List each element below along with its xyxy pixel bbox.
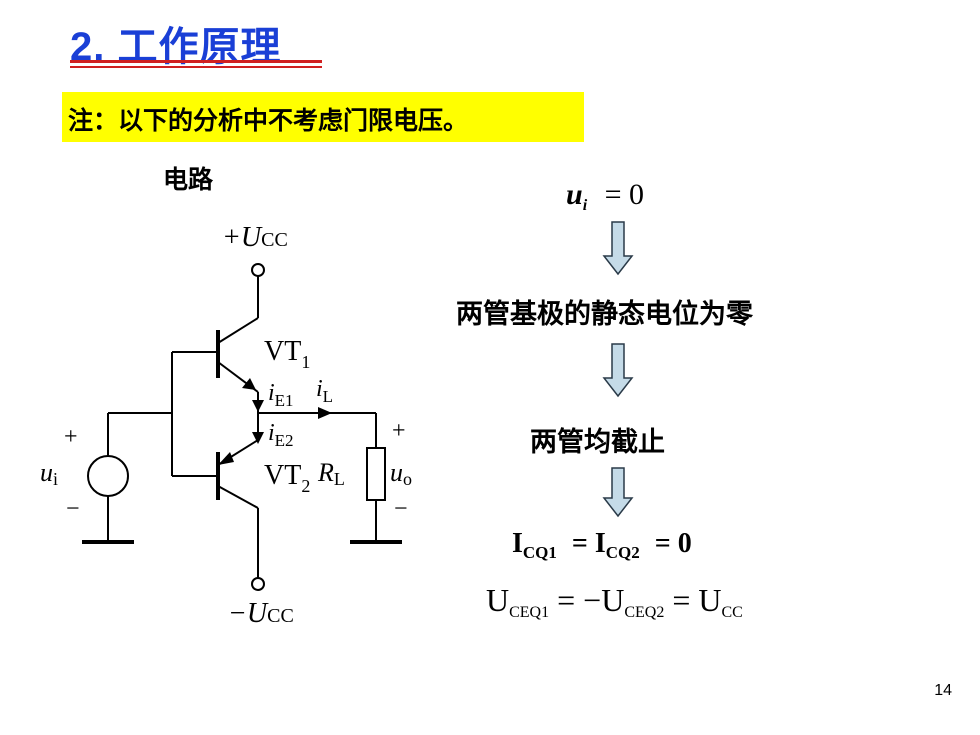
ie2-label: iE2 bbox=[268, 420, 294, 450]
vt2-emitter-arrow bbox=[218, 452, 234, 465]
title-underline bbox=[70, 60, 322, 63]
vcc-top-label: +UCC bbox=[222, 222, 288, 253]
ui-label: ui bbox=[40, 458, 59, 489]
vcc-bottom-label: −UCC bbox=[228, 598, 294, 629]
step-base-potential: 两管基极的静态电位为零 bbox=[456, 299, 753, 330]
vt1-emitter-arrow bbox=[242, 378, 256, 390]
note-box: 注：以下的分析中不考虑门限电压。 bbox=[62, 92, 584, 142]
circuit-label: 电路 bbox=[163, 165, 214, 194]
page-number: 14 bbox=[934, 682, 952, 699]
il-label: iL bbox=[316, 376, 334, 406]
ui-minus: − bbox=[66, 496, 80, 522]
note-text: 注：以下的分析中不考虑门限电压。 bbox=[68, 106, 469, 135]
title-underline-secondary bbox=[70, 66, 322, 68]
vt1-collector bbox=[217, 317, 259, 344]
down-arrow-icon bbox=[602, 343, 634, 398]
ie1-label: iE1 bbox=[268, 380, 294, 410]
ie1-arrow bbox=[252, 400, 264, 412]
step-both-cutoff: 两管均截止 bbox=[530, 427, 665, 458]
ie2-arrow bbox=[252, 432, 264, 444]
vt1-label: VT1 bbox=[264, 336, 311, 372]
down-arrow-icon bbox=[602, 221, 634, 276]
uo-label: uo bbox=[390, 458, 412, 489]
equation-icq: ICQ1 = ICQ2 = 0 bbox=[512, 528, 692, 562]
equation-ui-zero: ui = 0 bbox=[566, 178, 645, 214]
vt2-collector bbox=[217, 485, 259, 509]
uo-minus: − bbox=[394, 496, 408, 522]
down-arrow-icon bbox=[602, 467, 634, 518]
ui-plus: + bbox=[64, 424, 78, 450]
uo-plus: + bbox=[392, 418, 406, 444]
vcc-bottom-terminal bbox=[251, 577, 265, 591]
il-arrow bbox=[318, 407, 332, 419]
rl-label: RL bbox=[318, 458, 345, 489]
equation-uceq: UCEQ1 = −UCEQ2 = UCC bbox=[486, 582, 743, 621]
vt2-label: VT2 bbox=[264, 460, 311, 496]
